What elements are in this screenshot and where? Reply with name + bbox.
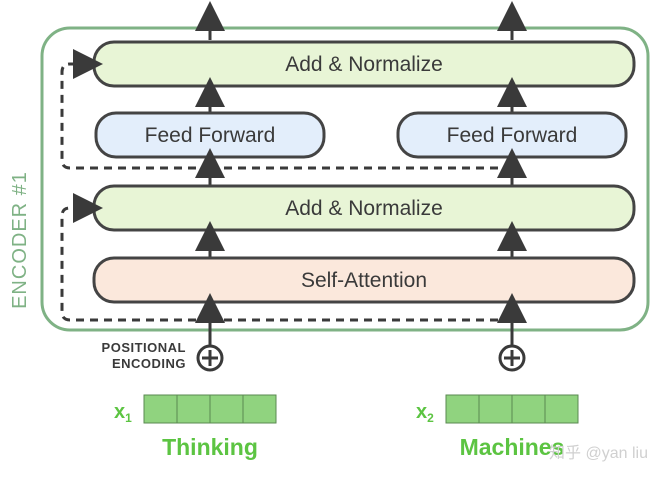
word-thinking: Thinking bbox=[162, 434, 258, 460]
feed-forward-left-label: Feed Forward bbox=[145, 124, 276, 147]
encoder-side-label: ENCODER #1 bbox=[9, 171, 31, 309]
positional-label-line1: POSITIONAL bbox=[102, 340, 186, 355]
encoder-frame bbox=[40, 26, 650, 332]
residual-path-bottom bbox=[60, 208, 512, 322]
x2-embedding-vector bbox=[445, 394, 579, 424]
residual-path-top bbox=[60, 64, 512, 170]
self-attention-box bbox=[92, 256, 636, 304]
positional-plus-icon-left bbox=[196, 344, 224, 372]
add-normalize-bottom-label: Add & Normalize bbox=[285, 197, 443, 220]
feed-forward-right-label: Feed Forward bbox=[447, 124, 578, 147]
word-machines: Machines bbox=[460, 434, 565, 460]
x1-embedding-vector bbox=[143, 394, 277, 424]
positional-label-line2: ENCODING bbox=[112, 356, 186, 371]
add-normalize-top-label: Add & Normalize bbox=[285, 53, 443, 76]
x1-label: x1 bbox=[114, 401, 132, 425]
watermark: 知乎 @yan liu bbox=[549, 444, 648, 462]
positional-plus-icon-right bbox=[498, 344, 526, 372]
x2-label: x2 bbox=[416, 401, 434, 425]
self-attention-label: Self-Attention bbox=[301, 269, 427, 292]
